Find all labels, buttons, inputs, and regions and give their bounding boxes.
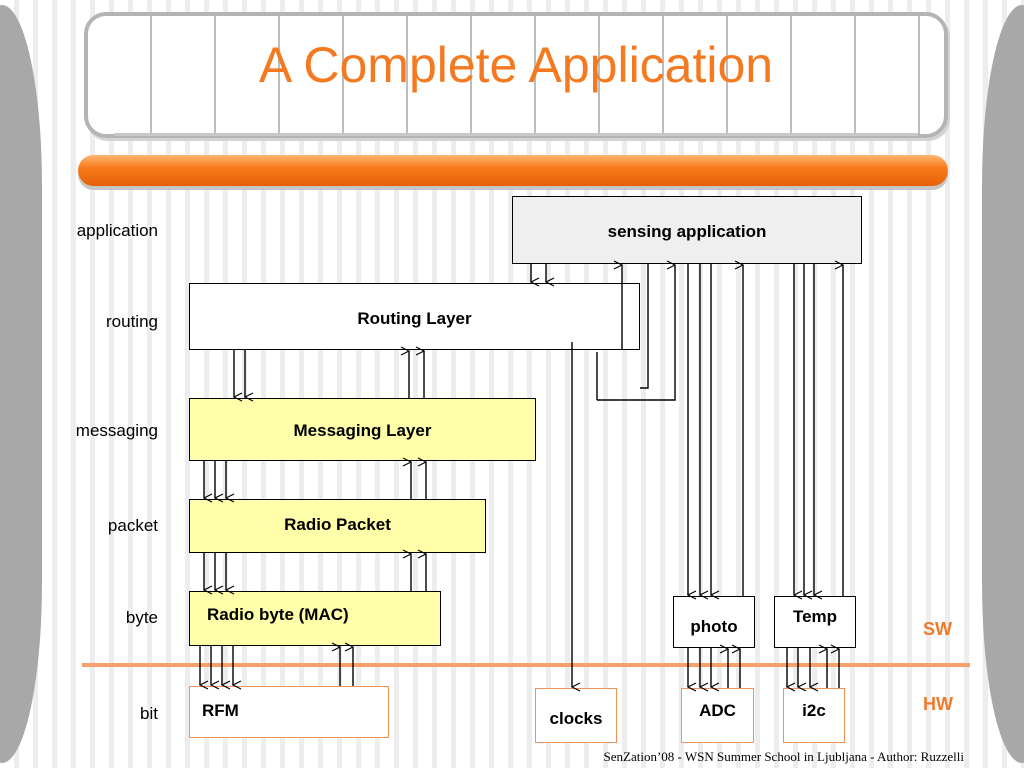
radio-packet-box: Radio Packet	[189, 499, 486, 553]
layer-label-bit: bit	[140, 704, 158, 723]
orange-divider-bar	[78, 155, 948, 186]
adc-label: ADC	[699, 701, 736, 720]
right-decoration	[982, 5, 1024, 763]
adc-box: ADC	[681, 688, 754, 743]
routing-to-app-wire	[640, 264, 649, 389]
temp-label: Temp	[792, 607, 838, 626]
sensing-application-label: sensing application	[607, 222, 767, 241]
sensing-application-box: sensing application	[512, 196, 862, 264]
photo-label: photo	[690, 617, 738, 636]
hardware-software-boundary	[82, 663, 970, 667]
slide-title: A Complete Application	[258, 37, 774, 93]
rfm-box: RFM	[189, 686, 389, 738]
photo-box: photo	[673, 596, 755, 648]
radio-byte-box: Radio byte (MAC)	[189, 591, 441, 646]
routing-layer-label: Routing Layer	[357, 309, 472, 328]
layer-label-messaging: messaging	[75, 421, 158, 440]
left-decoration	[0, 5, 42, 763]
radio-byte-label: Radio byte (MAC)	[207, 605, 349, 624]
messaging-layer-label: Messaging Layer	[293, 421, 432, 440]
clocks-box: clocks	[535, 688, 617, 743]
radio-packet-label: Radio Packet	[284, 515, 391, 534]
layer-label-application: application	[76, 221, 158, 240]
hw-label: HW	[923, 694, 953, 714]
temp-box: Temp	[774, 596, 856, 648]
layer-label-byte: byte	[125, 608, 158, 627]
routing-app-feed-arrow	[597, 265, 675, 401]
sw-label: SW	[923, 619, 952, 639]
messaging-layer-box: Messaging Layer	[189, 398, 536, 461]
routing-layer-box: Routing Layer	[189, 283, 640, 350]
i2c-label: i2c	[802, 701, 826, 720]
clocks-label: clocks	[549, 709, 603, 728]
layer-label-packet: packet	[107, 516, 158, 535]
i2c-box: i2c	[783, 688, 845, 743]
title-panel	[84, 12, 948, 138]
layer-label-routing: routing	[106, 312, 158, 331]
rfm-label: RFM	[202, 701, 239, 720]
slide-footer: SenZation’08 - WSN Summer School in Ljub…	[603, 749, 964, 764]
